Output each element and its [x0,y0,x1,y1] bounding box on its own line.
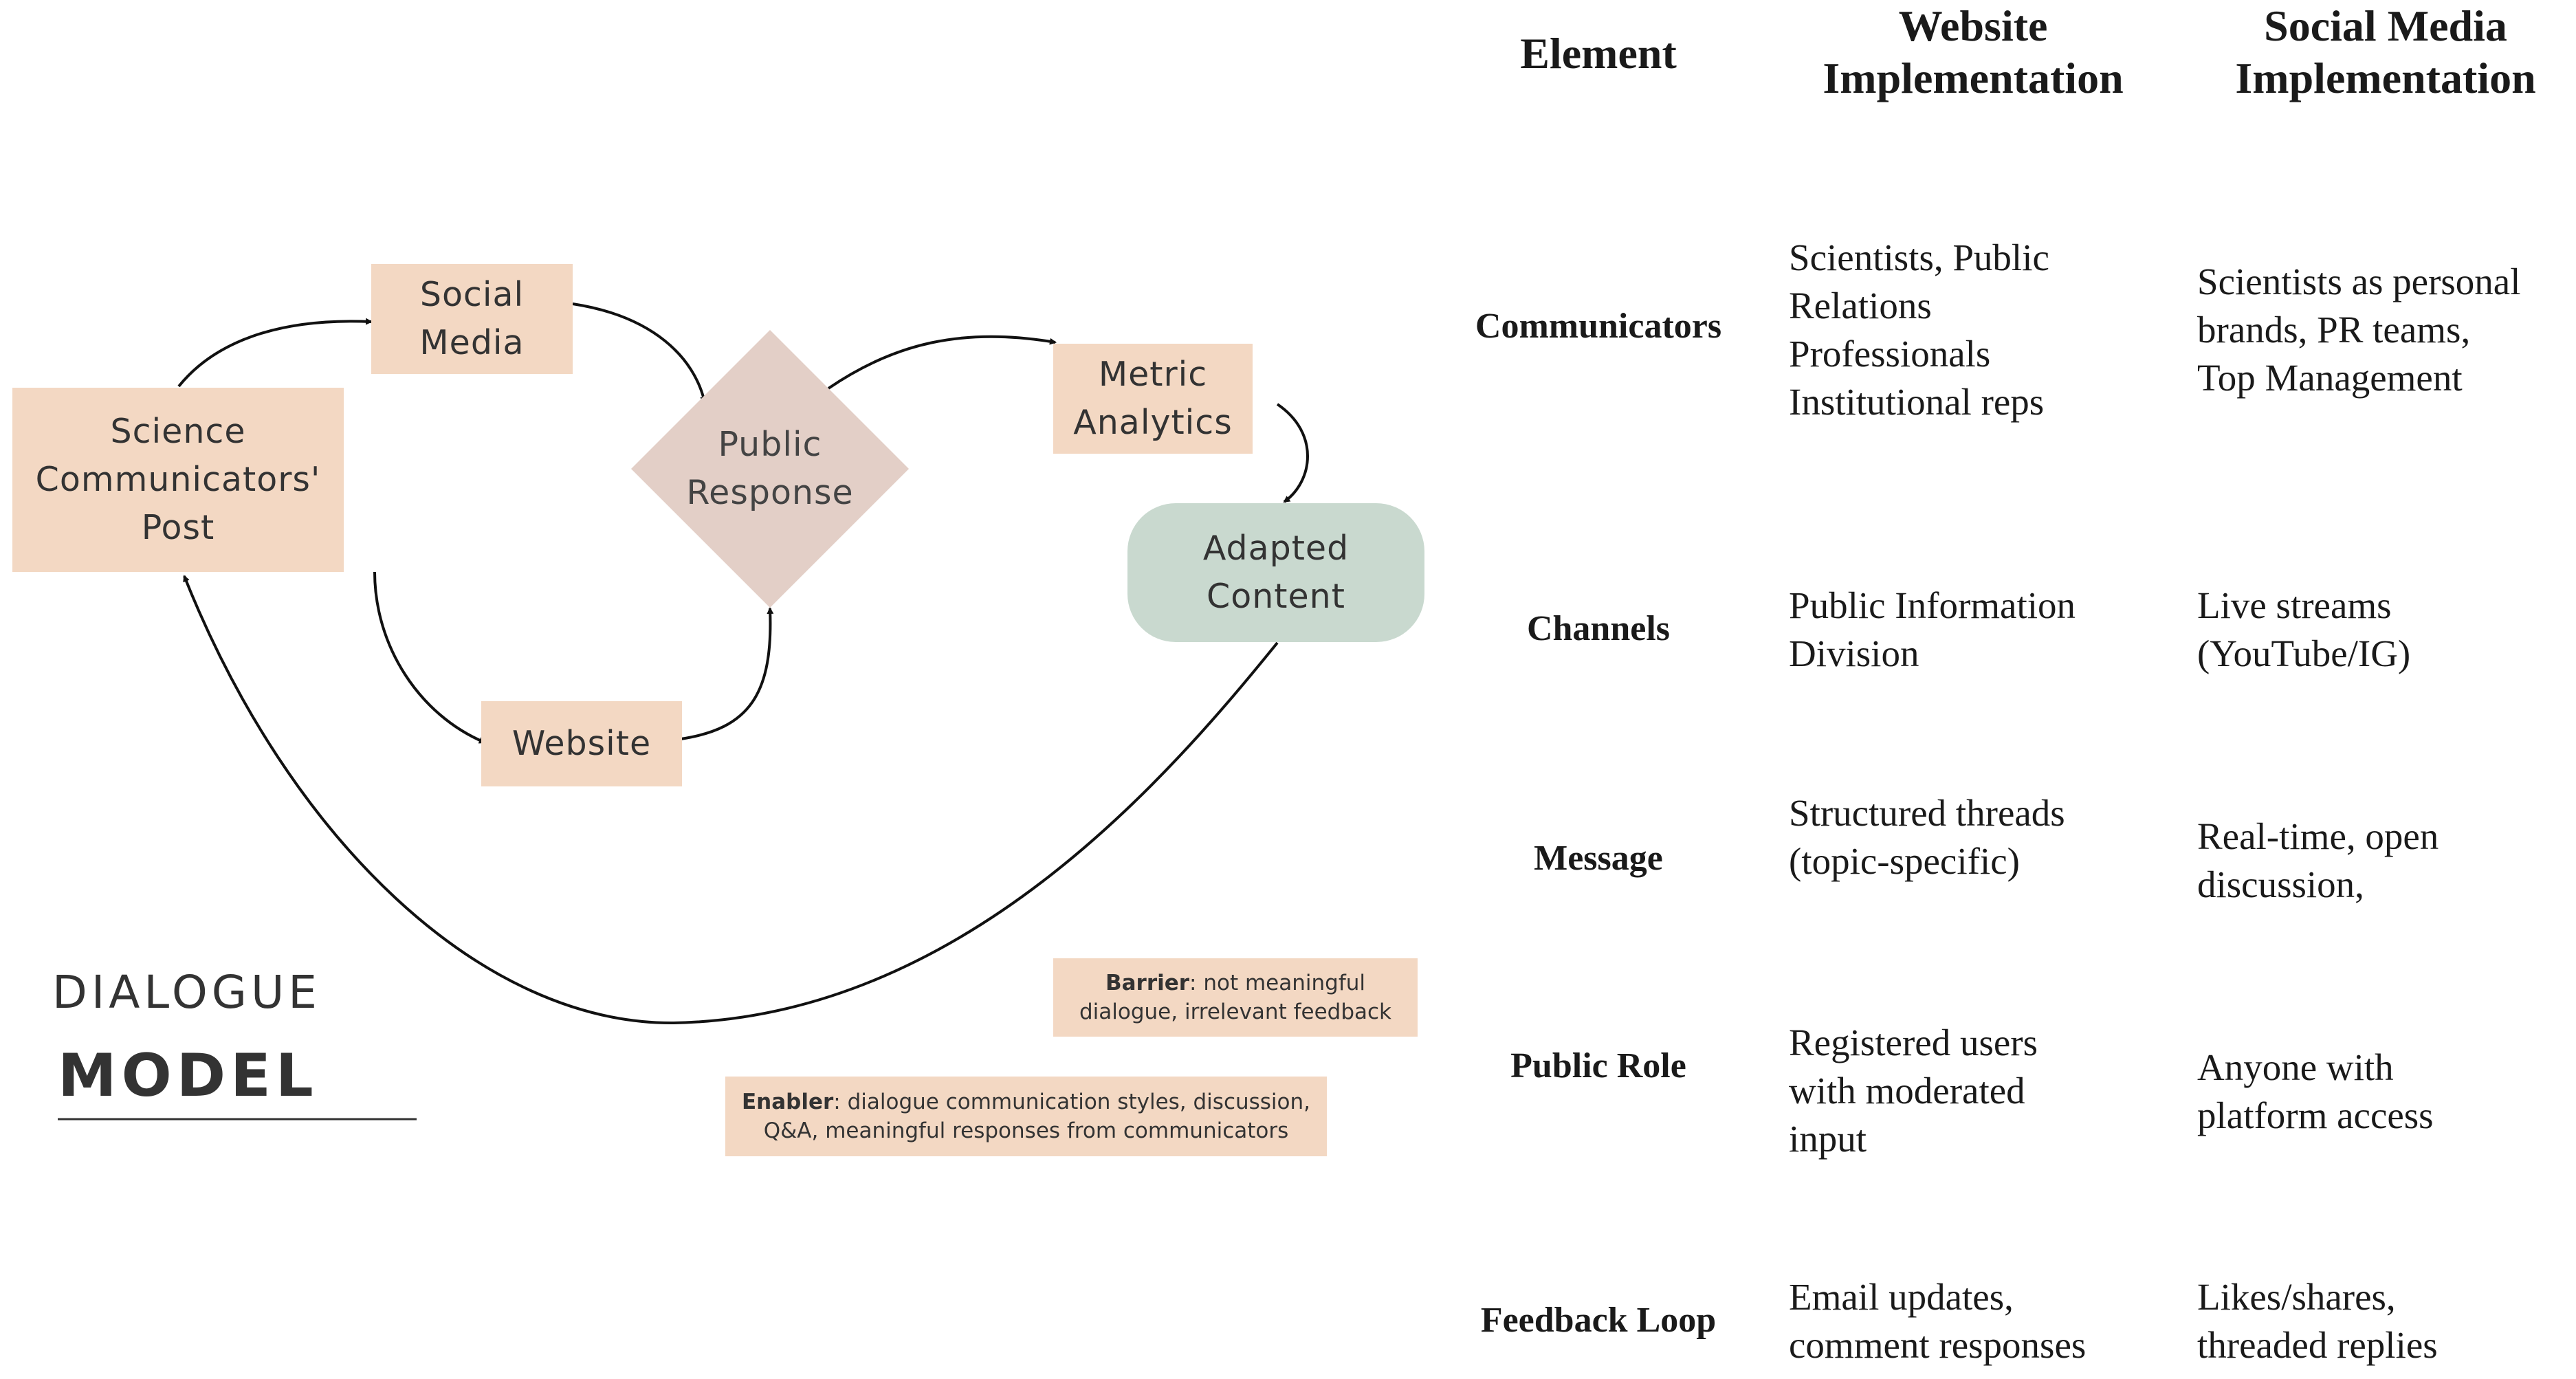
row-label-public-role: Public Role [1510,1046,1686,1085]
cell-channels-website: Public Information Division [1789,584,2076,674]
adapted-content-node: Adapted Content [1127,503,1424,642]
row-label-feedback-loop: Feedback Loop [1480,1301,1717,1340]
arrow-social-to-response [572,302,707,404]
barrier-note: Barrier: not meaningful dialogue, irrele… [1053,958,1418,1037]
arrow-adapted-to-post [183,575,1279,1025]
website-node: Website [481,701,682,786]
cell-feedback-loop-social: Likes/shares, threaded replies [2197,1276,2438,1366]
cell-message-website: Structured threads (topic-specific) [1789,792,2065,882]
enabler-note: Enabler: dialogue communication styles, … [725,1077,1327,1156]
row-label-message: Message [1534,839,1663,878]
public-response-label: Public Response [686,425,854,512]
model-title-line2: MODEL [58,1041,318,1110]
arrow-post-to-social [177,318,373,388]
model-title-line1: DIALOGUE [52,966,321,1019]
cell-public-role-social: Anyone with platform access [2197,1046,2434,1136]
barrier-label: Barrier [1105,971,1190,995]
cell-communicators-social: Scientists as personal brands, PR teams,… [2197,261,2521,399]
cell-communicators-website: Scientists, Public Relations Professiona… [1789,236,2049,423]
enabler-text: : dialogue communication styles, discuss… [763,1090,1311,1143]
arrow-post-to-website [373,571,486,744]
header-social-media-implementation: Social Media Implementation [2235,1,2536,102]
header-element: Element [1520,29,1677,78]
social-media-node: Social Media [371,264,573,374]
cell-public-role-website: Registered users with moderated input [1789,1022,2038,1160]
header-website-implementation: Website Implementation [1823,1,2124,102]
cell-feedback-loop-website: Email updates, comment responses [1789,1276,2087,1366]
arrow-response-to-metric [827,335,1057,390]
enabler-label: Enabler [742,1090,834,1114]
science-communicators-post-node: Science Communicators' Post [12,388,344,572]
row-label-communicators: Communicators [1475,307,1722,346]
cell-message-social: Real-time, open discussion, [2197,815,2439,905]
arrow-metric-to-adapted [1276,403,1309,503]
cell-channels-social: Live streams (YouTube/IG) [2197,584,2411,674]
public-response-diamond [631,330,909,608]
barrier-text: : not meaningful dialogue, irrelevant fe… [1079,971,1391,1024]
arrow-website-to-response [680,607,774,740]
row-label-channels: Channels [1526,609,1671,648]
metric-analytics-node: Metric Analytics [1053,344,1253,454]
